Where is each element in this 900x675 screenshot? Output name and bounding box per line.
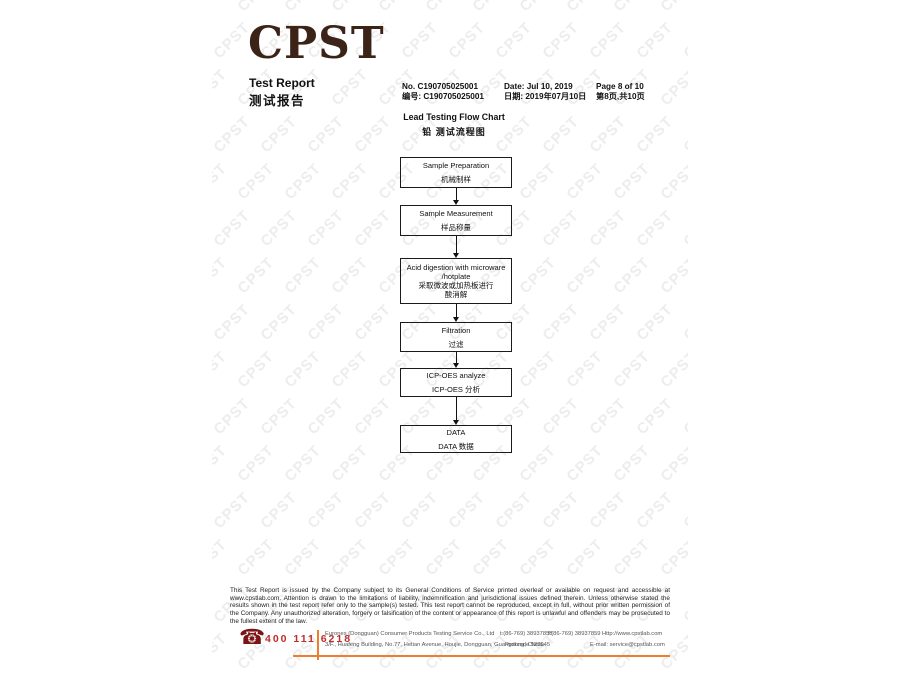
flow-step-4-line-1: Filtration (441, 325, 471, 335)
flow-step-3-line-4: 酸消解 (444, 290, 468, 299)
flow-step-4: Filtration 过滤 (400, 322, 512, 352)
flow-step-1: Sample Preparation 机械制样 (400, 157, 512, 188)
report-number-en: No. C190705025001 (402, 82, 479, 91)
company-tel: t:(86-769) 38937858 (500, 631, 553, 637)
flow-arrow-line (456, 236, 457, 253)
flow-step-5-line-1: ICP-OES analyze (426, 371, 486, 380)
report-number-block: No. C190705025001 编号: C190705025001 (402, 82, 484, 102)
company-name: Eurones (Dongguan) Consumer Products Tes… (325, 631, 495, 637)
flow-step-1-line-1: Sample Preparation (422, 161, 490, 170)
flow-arrow-line (456, 304, 457, 317)
flow-step-2: Sample Measurement 样品称量 (400, 205, 512, 236)
page-number-cn: 第8页,共10页 (596, 92, 645, 101)
company-email: E-mail: service@cpstlab.com (590, 642, 665, 648)
flowchart-title-en: Lead Testing Flow Chart (403, 112, 505, 122)
report-date-block: Date: Jul 10, 2019 日期: 2019年07月10日 (504, 82, 586, 102)
company-fax: f:(86-769) 38937859 (548, 631, 601, 637)
flowchart-title-cn: 铅 测试流程图 (422, 127, 486, 137)
flow-arrowhead-icon (453, 253, 459, 258)
flow-step-6: DATA DATA 数据 (400, 425, 512, 453)
flow-step-3-line-1: Acid digestion with microware (406, 263, 506, 272)
flow-arrow-line (456, 397, 457, 420)
flow-step-1-line-2: 机械制样 (441, 175, 471, 184)
footer-horizontal-rule (293, 655, 670, 657)
flow-step-4-line-2: 过滤 (448, 339, 464, 349)
flow-arrow-line (456, 352, 457, 363)
flow-step-2-line-2: 样品称量 (441, 223, 471, 232)
report-title-cn: 测试报告 (249, 94, 306, 108)
hotline-number: 400 111 6218 (265, 633, 353, 645)
footer-vertical-divider (317, 630, 319, 660)
page-number-en: Page 8 of 10 (596, 82, 644, 91)
flow-arrowhead-icon (453, 317, 459, 322)
company-address: 3/F., Huafeng Building, No.77, Hetian Av… (325, 642, 545, 648)
flow-step-3-line-2: /hotplate (441, 272, 471, 281)
flow-step-5-line-2: ICP-OES 分析 (432, 385, 480, 394)
report-date-en: Date: Jul 10, 2019 (504, 82, 573, 91)
flow-step-6-line-2: DATA 数据 (438, 441, 474, 451)
legal-disclaimer: This Test Report is issued by the Compan… (230, 587, 670, 625)
report-title-en: Test Report (249, 76, 315, 90)
cpst-logo: CPST (248, 18, 385, 69)
flow-arrowhead-icon (453, 420, 459, 425)
report-date-cn: 日期: 2019年07月10日 (504, 92, 587, 101)
flow-arrowhead-icon (453, 363, 459, 368)
flow-step-2-line-1: Sample Measurement (419, 209, 493, 218)
report-number-cn: 编号: C190705025001 (402, 92, 484, 101)
company-postcode: Postcode 523945 (505, 642, 551, 648)
flow-step-6-line-1: DATA (446, 427, 466, 437)
flowchart-title: Lead Testing Flow Chart 铅 测试流程图 (344, 112, 564, 138)
telephone-icon: ☎ (239, 626, 266, 649)
page-number-block: Page 8 of 10 第8页,共10页 (596, 82, 645, 102)
company-website: Http://www.cpstlab.com (602, 631, 663, 637)
flow-step-3-line-3: 采取微波或加热板进行 (418, 281, 494, 290)
flow-arrow-line (456, 188, 457, 200)
flow-arrowhead-icon (453, 200, 459, 205)
